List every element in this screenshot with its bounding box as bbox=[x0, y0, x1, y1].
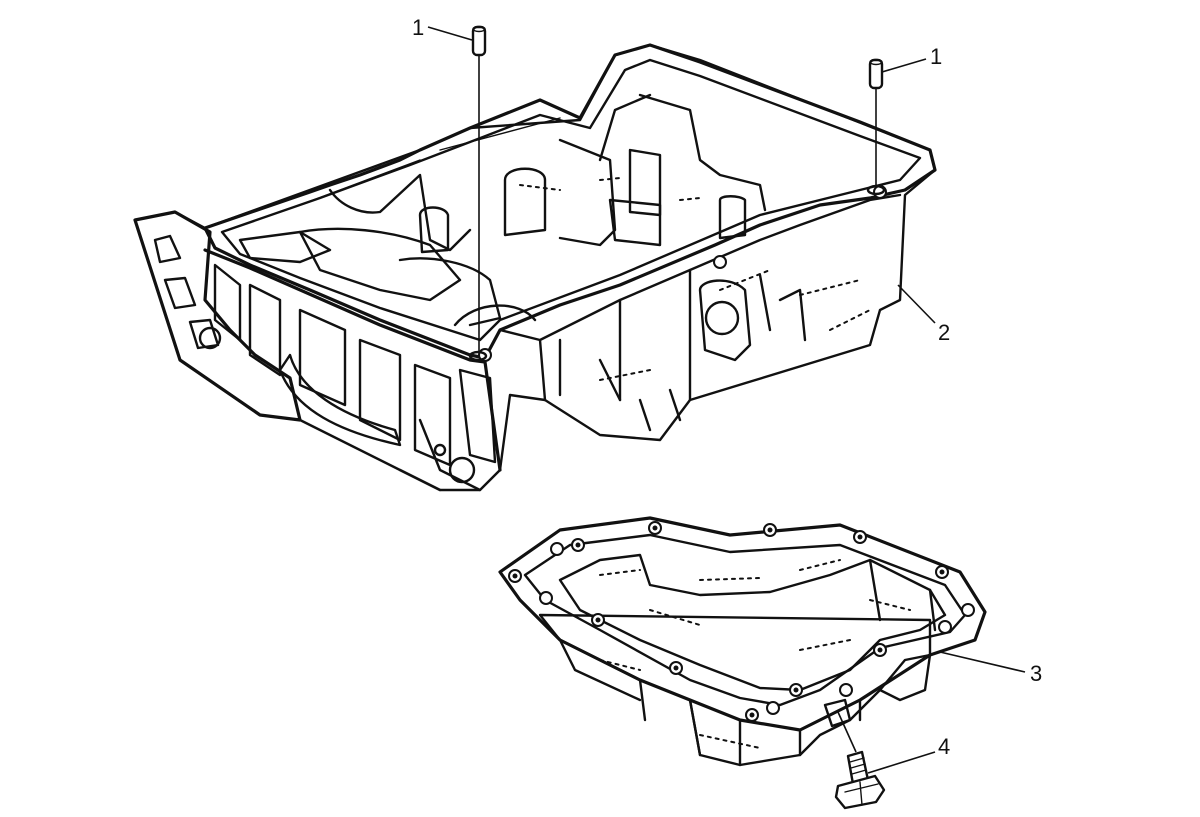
callout-label: 4 bbox=[938, 734, 950, 759]
callout-1-left: 1 bbox=[412, 15, 473, 41]
flange-bolt-holes bbox=[508, 521, 975, 722]
dowel-pin-right bbox=[868, 58, 884, 188]
lower-oil-pan bbox=[498, 516, 987, 767]
callout-label: 2 bbox=[938, 320, 950, 345]
callout-label: 3 bbox=[1030, 661, 1042, 686]
dowel-pin-left bbox=[471, 25, 487, 352]
upper-oil-pan bbox=[133, 43, 937, 492]
callout-label: 1 bbox=[930, 44, 942, 69]
callout-4: 4 bbox=[867, 734, 950, 774]
callout-1-right: 1 bbox=[881, 44, 942, 73]
callout-2: 2 bbox=[897, 284, 950, 345]
callout-label: 1 bbox=[412, 15, 424, 40]
callout-3: 3 bbox=[939, 651, 1042, 686]
drain-plug bbox=[834, 711, 886, 810]
